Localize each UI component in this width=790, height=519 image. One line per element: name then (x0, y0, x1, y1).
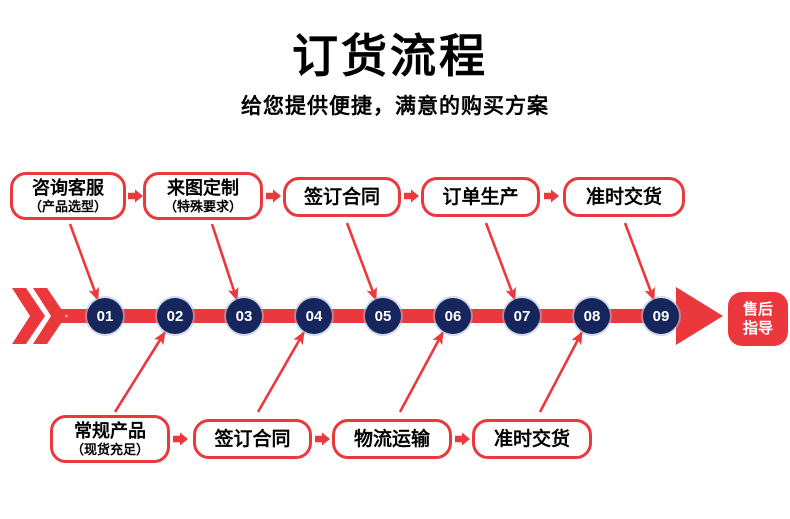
page-subtitle: 给您提供便捷，满意的购买方案 (241, 95, 549, 118)
after-sales-badge-line1: 售后 (742, 301, 773, 318)
connector-arrow (210, 223, 239, 301)
flow-box-label: 常规产品 (74, 421, 146, 441)
flow-box-sign-contract-bottom: 签订合同 (193, 419, 312, 459)
step-circle-08: 08 (574, 298, 610, 334)
arrow-right-icon (544, 189, 559, 203)
arrow-right-icon (404, 189, 419, 203)
flow-box-logistics: 物流运输 (332, 419, 452, 459)
flow-box-label: 签订合同 (303, 186, 380, 208)
step-circle-05: 05 (365, 298, 401, 334)
step-circle-03: 03 (226, 298, 262, 334)
page-title: 订货流程 (292, 30, 488, 82)
arrow-right-icon (266, 189, 281, 203)
step-circle-02: 02 (157, 298, 193, 334)
flow-box-custom-design: 来图定制 （特殊要求） (143, 172, 263, 220)
chevron-left-icon (12, 288, 45, 344)
flow-box-label: 物流运输 (353, 428, 430, 450)
flow-box-consult-service: 咨询客服 （产品选型） (10, 172, 126, 220)
flow-box-sublabel: （产品选型） (28, 199, 107, 214)
flow-box-label: 准时交货 (493, 428, 570, 450)
connector-arrow (398, 331, 445, 413)
flow-box-order-production: 订单生产 (421, 177, 540, 217)
step-circle-09: 09 (643, 298, 679, 334)
flow-box-label: 准时交货 (585, 186, 662, 208)
connector-arrow (113, 331, 167, 413)
connector-arrow (256, 331, 306, 413)
flow-box-sublabel: （现货充足） (70, 442, 149, 457)
arrow-right-head-icon (676, 287, 723, 345)
arrow-right-icon (455, 432, 470, 446)
flow-box-label: 咨询客服 (32, 178, 104, 198)
chevron-left-icon (33, 288, 66, 344)
arrow-right-icon (173, 432, 188, 446)
flow-box-label: 来图定制 (167, 178, 239, 198)
step-circle-01: 01 (87, 298, 123, 334)
connector-arrow (345, 222, 378, 301)
connector-arrow (484, 222, 517, 301)
step-circle-04: 04 (296, 298, 332, 334)
after-sales-badge: 售后 指导 (728, 292, 788, 346)
after-sales-badge-line2: 指导 (742, 320, 773, 337)
flow-box-sublabel: （特殊要求） (163, 199, 242, 214)
flow-box-on-time-delivery-bottom: 准时交货 (472, 419, 592, 459)
connector-arrow (68, 223, 100, 301)
connector-arrow (538, 331, 584, 413)
flow-box-label: 签订合同 (214, 428, 291, 450)
flow-box-sign-contract-top: 签订合同 (283, 177, 401, 217)
step-circle-06: 06 (435, 298, 471, 334)
step-circle-07: 07 (504, 298, 540, 334)
flow-box-on-time-delivery-top: 准时交货 (563, 177, 685, 217)
flow-box-regular-product: 常规产品 （现货充足） (50, 415, 170, 463)
arrow-right-icon (315, 432, 330, 446)
arrow-right-icon (128, 189, 143, 203)
flow-box-label: 订单生产 (442, 186, 519, 208)
connector-arrow (623, 222, 656, 301)
